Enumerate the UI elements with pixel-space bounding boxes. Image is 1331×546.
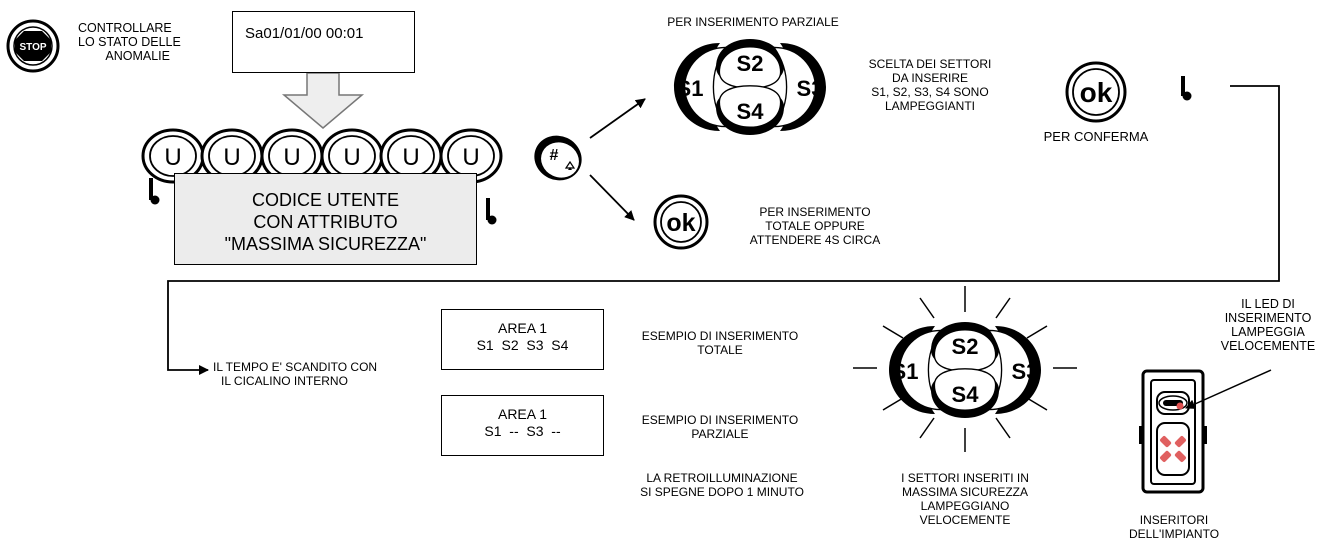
timer-text-line: IL TEMPO E' SCANDITO CON — [213, 360, 378, 374]
hash-key[interactable]: # — [527, 128, 589, 188]
timer-text-line: IL CICALINO INTERNO — [221, 374, 348, 388]
example-partial-text: ESEMPIO DI INSERIMENTO PARZIALE — [640, 413, 800, 441]
sector-key-s2[interactable]: S2 — [931, 322, 999, 372]
stop-text-line: LO STATO DELLE — [78, 35, 181, 49]
sector-key-s4-label: S4 — [737, 99, 765, 124]
flow-connector — [167, 85, 1280, 375]
arrow-to-total — [589, 174, 635, 221]
arrow-to-partial — [589, 98, 646, 139]
ok-key-confirm[interactable]: ok — [1065, 61, 1127, 123]
ok-key-total-label: ok — [666, 209, 695, 237]
inserter-text-line: INSERITORI — [1139, 513, 1209, 527]
stop-text-line: ANOMALIE — [105, 49, 170, 63]
user-code-box: CODICE UTENTE CON ATTRIBUTO "MASSIMA SIC… — [174, 173, 477, 265]
ok-key-confirm-label: ok — [1080, 77, 1113, 108]
sector-key-s1-label: S1 — [677, 76, 704, 101]
user-key-u[interactable]: U — [141, 128, 205, 184]
led-text-line: LAMPEGGIA — [1231, 325, 1305, 339]
inserter-text: INSERITORI DELL'IMPIANTO — [1120, 513, 1228, 541]
example-partial-line: PARZIALE — [691, 427, 749, 441]
led-text-line: IL LED DI — [1241, 297, 1295, 311]
confirm-label: PER CONFERMA — [1043, 129, 1149, 144]
user-key-label: U — [343, 144, 360, 171]
sector-key-s4-label: S4 — [952, 382, 980, 407]
partial-description: SCELTA DEI SETTORI DA INSERIRE S1, S2, S… — [860, 57, 1000, 113]
sectors-line: MASSIMA SICUREZZA — [901, 485, 1029, 499]
ok-key-total[interactable]: ok — [653, 194, 709, 250]
stop-text: CONTROLLARE LO STATO DELLE ANOMALIE — [78, 21, 181, 63]
sector-key-s1-label: S1 — [892, 359, 919, 384]
led-text-line: INSERIMENTO — [1224, 311, 1312, 325]
timer-text: IL TEMPO E' SCANDITO CON IL CICALINO INT… — [213, 360, 378, 388]
partial-description-line: S1, S2, S3, S4 SONO — [871, 85, 989, 99]
led-text-line: VELOCEMENTE — [1220, 339, 1316, 353]
hash-key-label: # — [550, 147, 559, 164]
stop-icon: STOP — [6, 19, 60, 73]
partial-description-line: LAMPEGGIANTI — [884, 99, 976, 113]
sectors-line: LAMPEGGIANO — [920, 499, 1010, 513]
display-partial: AREA 1 S1 -- S3 -- — [441, 395, 604, 456]
key-x-icon — [1160, 436, 1186, 462]
user-code-line: CON ATTRIBUTO — [253, 212, 398, 232]
example-partial-line: ESEMPIO DI INSERIMENTO — [641, 413, 799, 427]
wait-icon-right — [486, 198, 497, 225]
stop-icon-label: STOP — [19, 42, 46, 53]
backlight-line: SI SPEGNE DOPO 1 MINUTO — [640, 485, 804, 499]
display-total-line: S1 S2 S3 S4 — [476, 337, 569, 353]
display-partial-line: S1 -- S3 -- — [484, 423, 561, 439]
sector-key-s3[interactable]: S3 — [987, 326, 1041, 414]
example-total-text: ESEMPIO DI INSERIMENTO TOTALE — [640, 329, 800, 357]
sector-key-s4[interactable]: S4 — [716, 85, 784, 135]
display-total: AREA 1 S1 S2 S3 S4 — [441, 309, 604, 370]
led-text: IL LED DI INSERIMENTO LAMPEGGIA VELOCEME… — [1206, 297, 1330, 353]
backlight-text: LA RETROILLUMINAZIONE SI SPEGNE DOPO 1 M… — [640, 471, 804, 499]
inserter-text-line: DELL'IMPIANTO — [1128, 527, 1220, 541]
sectors-text: I SETTORI INSERITI IN MASSIMA SICUREZZA … — [885, 471, 1045, 527]
user-key-label: U — [164, 144, 181, 171]
flash-rays — [853, 286, 1077, 452]
backlight-line: LA RETROILLUMINAZIONE — [646, 471, 798, 485]
inserter-device — [1139, 369, 1207, 494]
led-pointer-arrow — [1185, 369, 1272, 409]
total-description-line: TOTALE OPPURE — [765, 219, 865, 233]
sector-key-s2[interactable]: S2 — [716, 39, 784, 89]
sector-key-s2-label: S2 — [952, 334, 979, 359]
sectors-line: I SETTORI INSERITI IN — [901, 471, 1029, 485]
example-total-line: ESEMPIO DI INSERIMENTO — [641, 329, 799, 343]
sector-key-s3-label: S3 — [797, 76, 824, 101]
total-description-line: ATTENDERE 4S CIRCA — [749, 233, 881, 247]
down-arrow-shape — [281, 72, 365, 129]
partial-title: PER INSERIMENTO PARZIALE — [667, 15, 839, 29]
sector-key-s3-label: S3 — [1012, 359, 1039, 384]
sector-key-s2-label: S2 — [737, 51, 764, 76]
user-key-label: U — [283, 144, 300, 171]
partial-description-line: DA INSERIRE — [891, 71, 969, 85]
example-total-line: TOTALE — [697, 343, 743, 357]
wait-icon-top — [1181, 76, 1192, 101]
display-partial-line: AREA 1 — [497, 406, 548, 422]
partial-description-line: SCELTA DEI SETTORI — [868, 57, 992, 71]
total-description-line: PER INSERIMENTO — [759, 205, 871, 219]
user-key-label: U — [402, 144, 419, 171]
display-top: Sa01/01/00 00:01 — [232, 11, 415, 73]
sector-key-s4[interactable]: S4 — [931, 368, 999, 418]
sector-key-s1[interactable]: S1 — [674, 43, 728, 131]
user-key-u[interactable]: U — [320, 128, 384, 184]
user-key-label: U — [223, 144, 240, 171]
user-code-line: CODICE UTENTE — [251, 190, 399, 210]
user-code-line: "MASSIMA SICUREZZA" — [224, 234, 427, 254]
total-description: PER INSERIMENTO TOTALE OPPURE ATTENDERE … — [735, 205, 895, 247]
sectors-line: VELOCEMENTE — [919, 513, 1011, 527]
user-key-u[interactable]: U — [379, 128, 443, 184]
status-led-icon — [1176, 402, 1184, 410]
sector-key-s1[interactable]: S1 — [889, 326, 943, 414]
display-top-text: Sa01/01/00 00:01 — [245, 25, 364, 42]
sector-key-s3[interactable]: S3 — [772, 43, 826, 131]
wait-icon-left — [149, 178, 160, 205]
display-total-line: AREA 1 — [497, 320, 548, 336]
user-key-label: U — [462, 144, 479, 171]
stop-text-line: CONTROLLARE — [78, 21, 172, 35]
